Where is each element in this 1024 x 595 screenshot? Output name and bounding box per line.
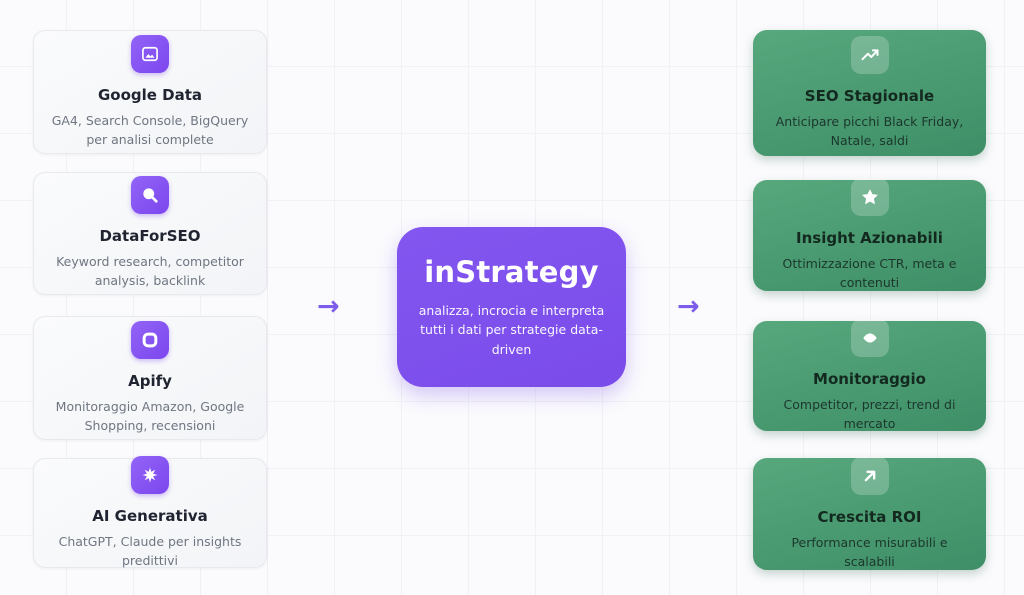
- source-card-apify: Apify Monitoraggio Amazon, Google Shoppi…: [33, 316, 267, 440]
- sparkle-burst-icon: [131, 455, 169, 494]
- eye-icon: [850, 318, 889, 357]
- flow-arrow-right: →: [677, 291, 700, 322]
- square-outline-icon: [131, 320, 169, 359]
- hub-title: inStrategy: [424, 254, 599, 289]
- card-description: GA4, Search Console, BigQuery per analis…: [51, 112, 249, 147]
- output-card-crescita-roi: Crescita ROI Performance misurabili e sc…: [753, 456, 986, 570]
- card-title: Crescita ROI: [817, 507, 922, 526]
- card-title: Insight Azionabili: [796, 229, 943, 248]
- card-title: Google Data: [97, 85, 203, 104]
- card-title: AI Generativa: [92, 506, 208, 525]
- output-card-seo-stagionale: SEO Stagionale Anticipare picchi Black F…: [753, 30, 986, 156]
- card-description: ChatGPT, Claude per insights predittivi: [58, 533, 242, 568]
- card-title: Monitoraggio: [813, 369, 926, 388]
- card-title: SEO Stagionale: [804, 86, 935, 105]
- source-card-dataforseo: DataForSEO Keyword research, competitor …: [33, 172, 267, 295]
- card-description: Anticipare picchi Black Friday, Natale, …: [775, 113, 964, 148]
- image-icon: [131, 34, 169, 73]
- search-icon: [131, 176, 169, 215]
- card-description: Performance misurabili e scalabili: [791, 534, 948, 569]
- card-description: Competitor, prezzi, trend di mercato: [783, 396, 956, 431]
- star-icon: [850, 178, 889, 217]
- arrow-up-right-icon: [850, 456, 889, 495]
- card-description: Monitoraggio Amazon, Google Shopping, re…: [55, 398, 245, 433]
- card-title: DataForSEO: [99, 227, 201, 246]
- hub-description: analizza, incrocia e interpreta tutti i …: [418, 302, 605, 357]
- source-card-ai-generativa: AI Generativa ChatGPT, Claude per insigh…: [33, 455, 267, 568]
- card-title: Apify: [128, 371, 172, 390]
- flow-arrow-left: →: [317, 291, 340, 322]
- card-description: Ottimizzazione CTR, meta e contenuti: [782, 256, 957, 290]
- hub-card-instrategy: inStrategy analizza, incrocia e interpre…: [397, 227, 626, 387]
- card-description: Keyword research, competitor analysis, b…: [56, 254, 244, 288]
- source-card-google-data: Google Data GA4, Search Console, BigQuer…: [33, 30, 267, 154]
- output-card-insight-azionabili: Insight Azionabili Ottimizzazione CTR, m…: [753, 178, 986, 291]
- trending-up-icon: [850, 35, 889, 74]
- output-card-monitoraggio: Monitoraggio Competitor, prezzi, trend d…: [753, 318, 986, 431]
